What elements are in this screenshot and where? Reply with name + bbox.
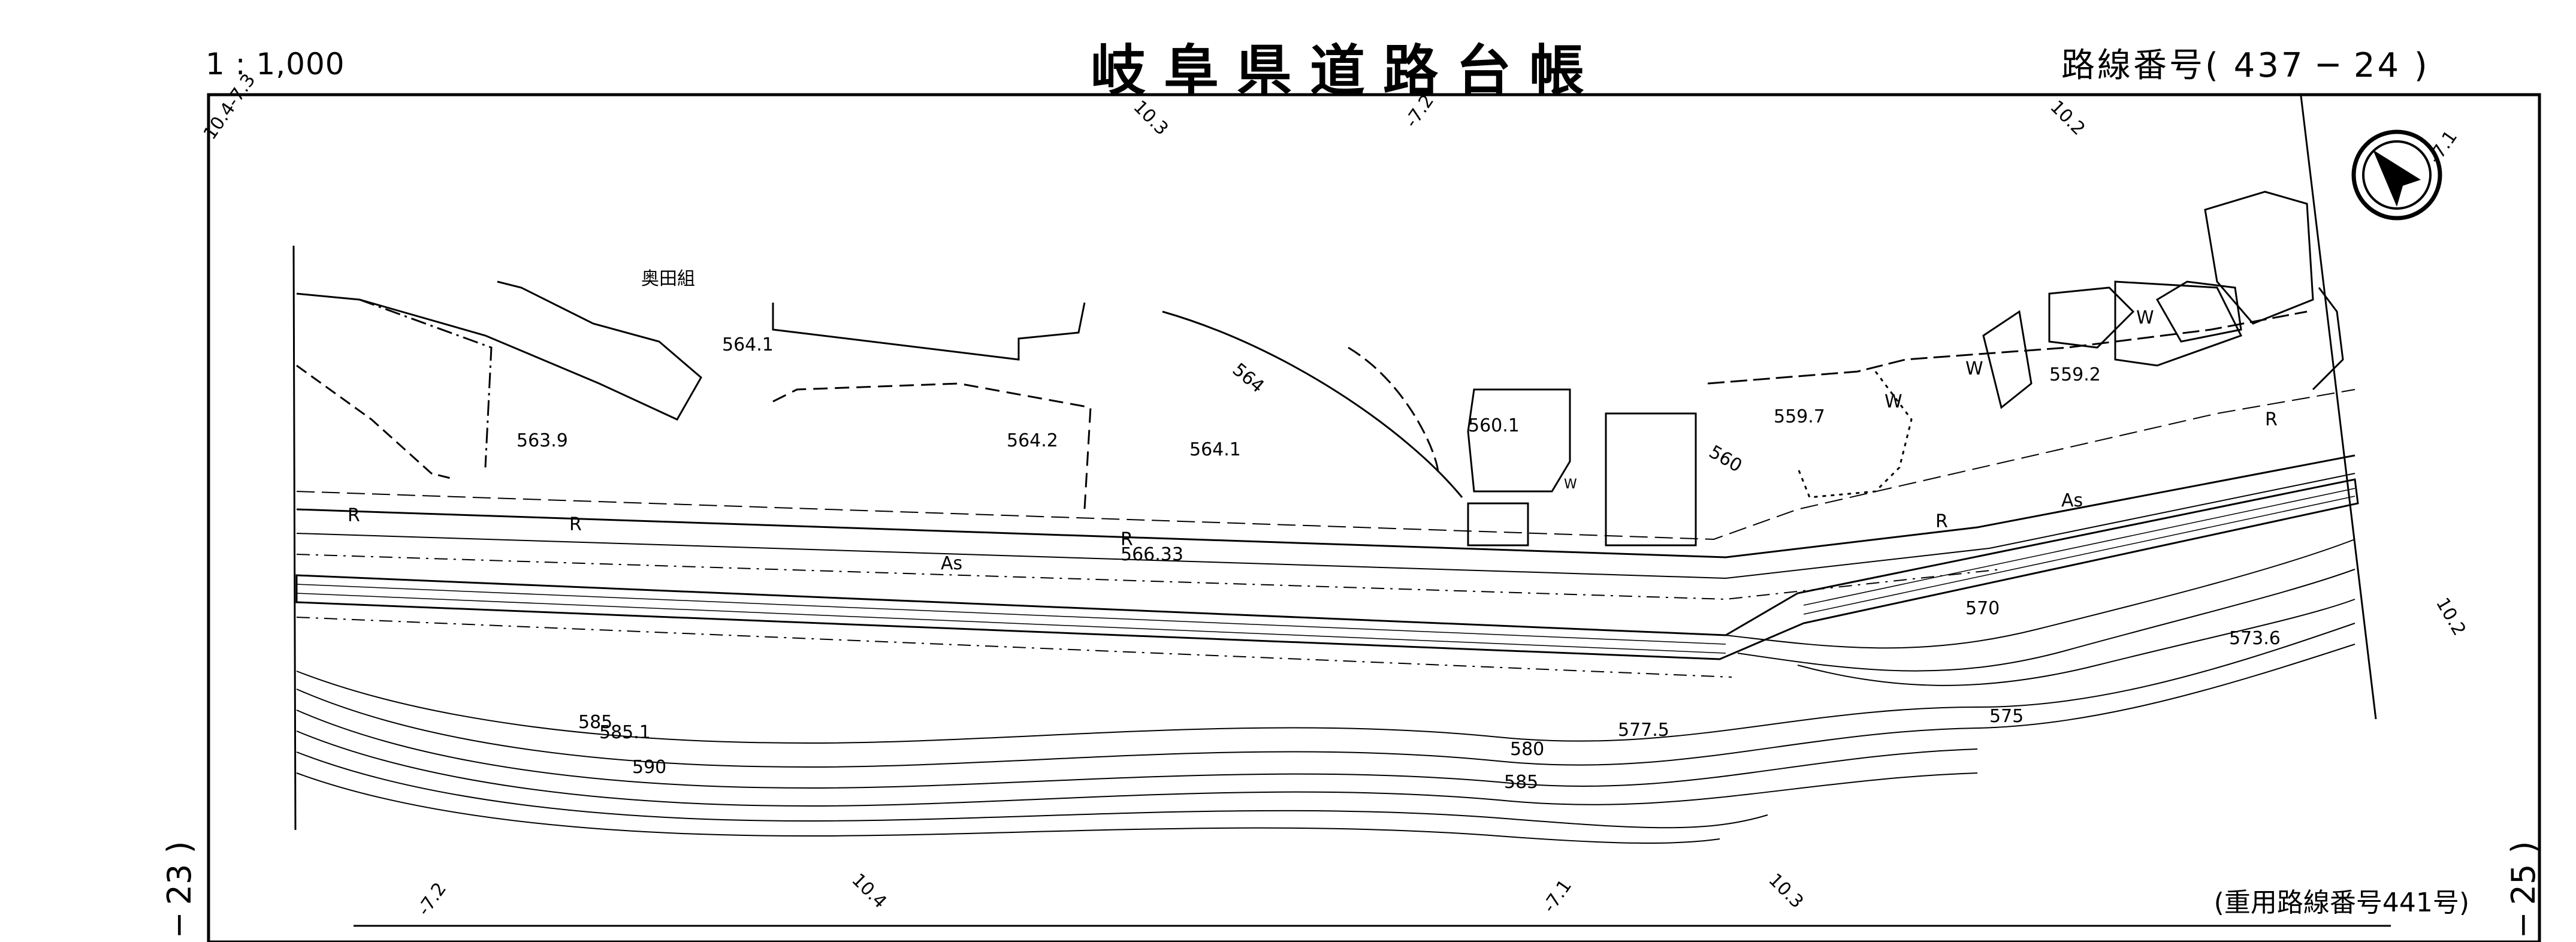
road-code: R: [348, 505, 360, 526]
road-code: As: [941, 553, 962, 574]
elevation-label: 564.2: [1007, 430, 1058, 451]
north-arrow-icon: [2351, 129, 2442, 221]
road-code: R: [569, 514, 582, 535]
elevation-label: 559.7: [1774, 406, 1825, 427]
road-edges: [296, 389, 2355, 678]
grid-mark: -7.1: [2424, 127, 2462, 168]
wetland-mark: W: [1564, 477, 1577, 492]
sheet-edge: [2300, 95, 2377, 720]
wetland-mark: W: [1965, 358, 1983, 379]
grid-mark: 10.3: [1129, 96, 1172, 140]
road-code: R: [2265, 409, 2278, 430]
contour-label: 570: [1965, 598, 2000, 619]
road-code: As: [2061, 490, 2083, 511]
elevation-label: 563.9: [517, 430, 568, 451]
elevation-label: 573.6: [2229, 628, 2281, 649]
sheet-edge: [292, 245, 297, 831]
elevation-label: 566.33: [1121, 544, 1183, 565]
contour-label: 560: [1705, 442, 1745, 477]
contour-label: 585: [578, 712, 612, 733]
joint-route-note: (重用路線番号441号): [2213, 887, 2469, 918]
elevation-label: 577.5: [1618, 720, 1669, 741]
wetland-mark: W: [1885, 391, 1902, 412]
grid-mark: 10.2: [2046, 96, 2089, 140]
road-code: R: [1935, 511, 1948, 532]
grid-mark: -7.2: [413, 879, 451, 920]
owner-label: 奥田組: [641, 268, 695, 289]
contour-label: 585: [1504, 772, 1538, 793]
contour-label: 580: [1510, 739, 1544, 760]
parcels: [296, 191, 2344, 547]
wetland-mark: W: [2136, 307, 2154, 328]
grid-mark: -7.2: [1401, 91, 1438, 132]
grid-mark: -7.1: [1539, 876, 1576, 917]
elevation-label: 559.2: [2049, 364, 2101, 385]
route-number: 路線番号( 437 ─ 24 ): [2061, 46, 2430, 85]
elevation-label: 564.1: [1189, 439, 1241, 460]
contour-label: 575: [1989, 706, 2024, 727]
elevation-label: 560.1: [1468, 415, 1520, 436]
road-code: R: [1121, 529, 1133, 550]
map-scale: 1 : 1,000: [206, 47, 345, 81]
elevation-label: 564.1: [722, 334, 774, 355]
road-hatch: [295, 478, 2359, 660]
grid-mark: 10.4: [847, 869, 890, 913]
grid-mark: 10.2: [2432, 594, 2470, 639]
elevation-label: 585.1: [599, 722, 651, 743]
grid-mark: 10.3: [1764, 869, 1807, 913]
contour-lines: [296, 539, 2355, 844]
contour-label: 590: [632, 757, 666, 778]
page-title: 岐阜県道路台帳: [1091, 39, 1603, 103]
map-frame: [207, 93, 2541, 942]
contour-label: 564: [1228, 359, 1268, 397]
